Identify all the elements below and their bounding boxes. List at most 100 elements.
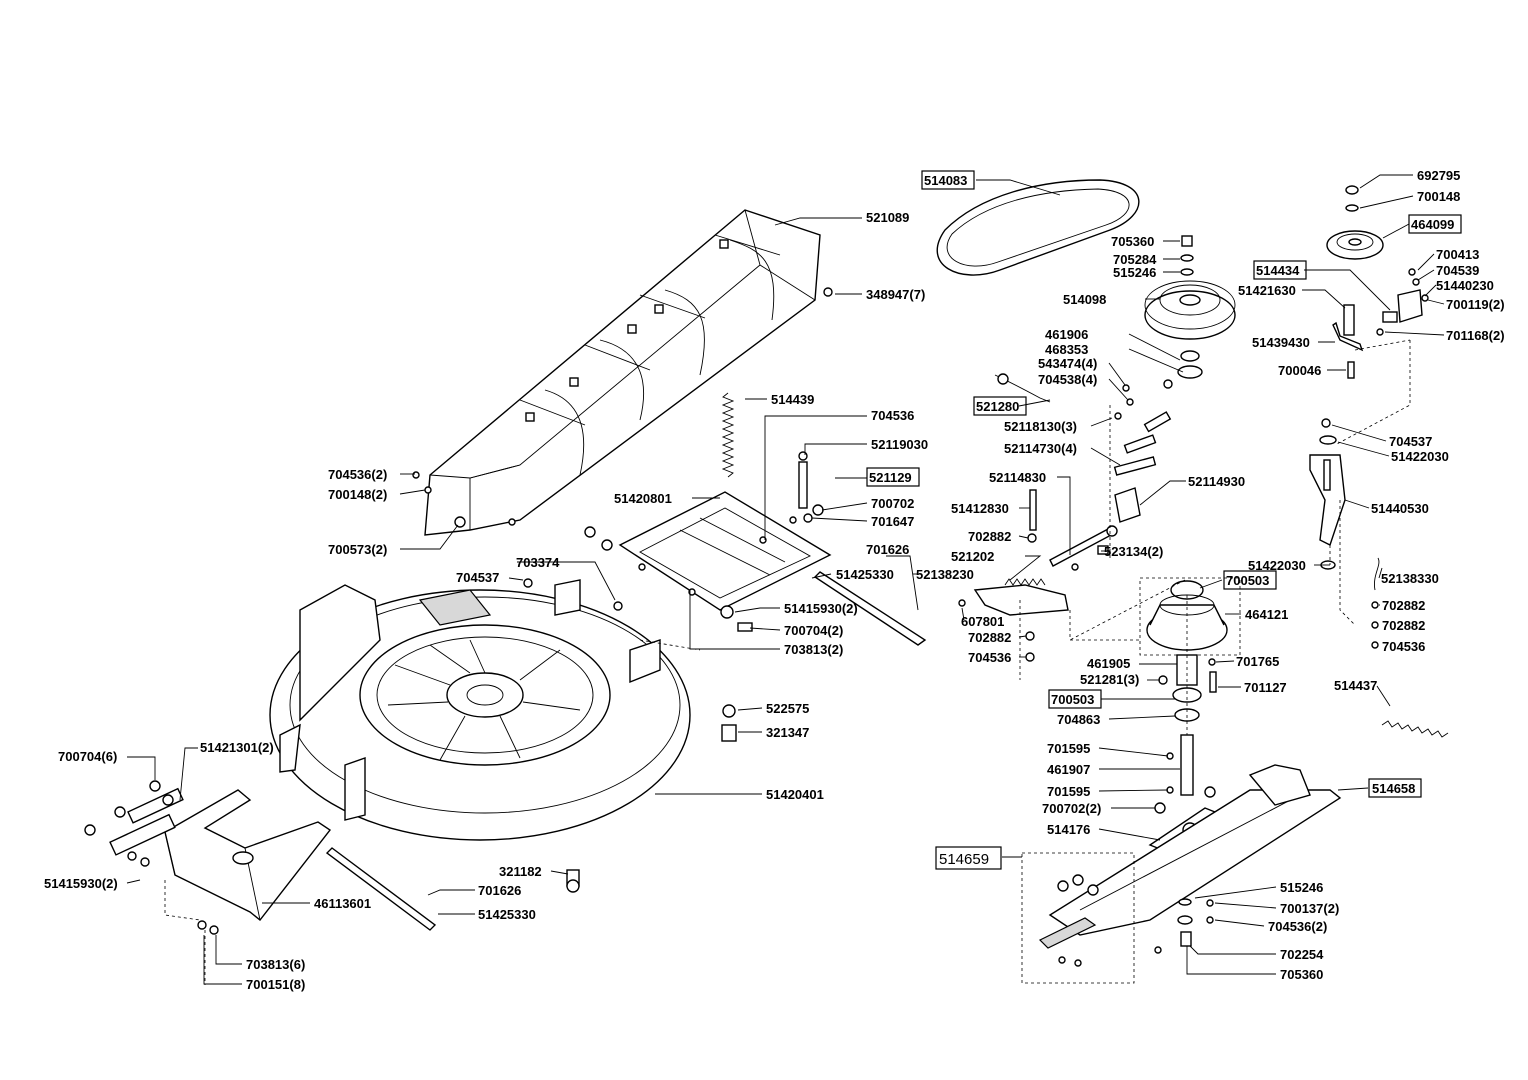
label-515246: 515246 — [1113, 265, 1156, 280]
label-702882c: 702882 — [1382, 598, 1425, 613]
label-700151-8: 700151(8) — [246, 977, 305, 992]
label-51422030b: 51422030 — [1248, 558, 1306, 573]
label-702882d: 702882 — [1382, 618, 1425, 633]
label-521280: 521280 — [976, 399, 1019, 414]
label-543474-4: 543474(4) — [1038, 356, 1097, 371]
label-52114930: 52114930 — [1188, 474, 1245, 489]
label-703813-2: 703813(2) — [784, 642, 843, 657]
label-348947: 348947(7) — [866, 287, 925, 302]
label-box-700503 — [1223, 570, 1277, 590]
label-521202: 521202 — [951, 549, 994, 564]
drive-pulley — [1144, 235, 1236, 379]
label-51415930-2: 51415930(2) — [784, 601, 858, 616]
label-52138230: 52138230 — [916, 567, 974, 582]
label-51412830: 51412830 — [951, 501, 1009, 516]
label-692795: 692795 — [1417, 168, 1460, 183]
label-514176: 514176 — [1047, 822, 1090, 837]
label-51425330: 51425330 — [836, 567, 894, 582]
label-51440230: 51440230 — [1436, 278, 1494, 293]
assembly-lines — [164, 339, 1411, 985]
label-700702-2: 700702(2) — [1042, 801, 1101, 816]
label-461906: 461906 — [1045, 327, 1088, 342]
label-700148: 700148 — [1417, 189, 1460, 204]
label-51420801: 51420801 — [614, 491, 672, 506]
label-521129: 521129 — [869, 470, 912, 485]
label-514658: 514658 — [1372, 781, 1415, 796]
label-702254: 702254 — [1280, 947, 1324, 962]
deck-spring — [721, 392, 824, 524]
label-700148-2: 700148(2) — [328, 487, 387, 502]
label-704863: 704863 — [1057, 712, 1100, 727]
label-700137-2: 700137(2) — [1280, 901, 1339, 916]
part-labels: 514083 521089 348947(7) 514439 704536 52… — [44, 168, 1505, 992]
label-box-514434 — [1253, 260, 1307, 280]
label-521089: 521089 — [866, 210, 909, 225]
label-700503: 700503 — [1226, 573, 1269, 588]
label-705360b: 705360 — [1280, 967, 1323, 982]
label-box-514083 — [921, 170, 975, 190]
label-700503b: 700503 — [1051, 692, 1094, 707]
label-701626: 701626 — [866, 542, 909, 557]
label-700573-2: 700573(2) — [328, 542, 387, 557]
label-700119-2: 700119(2) — [1446, 297, 1505, 312]
label-704536-2b: 704536(2) — [1268, 919, 1327, 934]
label-514437: 514437 — [1334, 678, 1377, 693]
label-607801: 607801 — [961, 614, 1004, 629]
label-51421301-2: 51421301(2) — [200, 740, 274, 755]
leader-lines — [126, 174, 1445, 985]
label-705284: 705284 — [1113, 252, 1157, 267]
label-700704-6: 700704(6) — [58, 749, 117, 764]
label-box-514658 — [1368, 778, 1422, 798]
label-705360: 705360 — [1111, 234, 1154, 249]
label-702882b: 702882 — [968, 630, 1011, 645]
label-51421630: 51421630 — [1238, 283, 1296, 298]
label-514098: 514098 — [1063, 292, 1106, 307]
label-701647: 701647 — [871, 514, 914, 529]
label-46113601: 46113601 — [314, 896, 371, 911]
front-bracket — [84, 780, 437, 935]
label-700704-2: 700704(2) — [784, 623, 843, 638]
label-523134-2: 523134(2) — [1104, 544, 1163, 559]
label-51422030: 51422030 — [1391, 449, 1449, 464]
label-700702: 700702 — [871, 496, 914, 511]
label-514434: 514434 — [1256, 263, 1300, 278]
label-51420401: 51420401 — [766, 787, 824, 802]
label-514659: 514659 — [939, 851, 989, 868]
label-700046: 700046 — [1278, 363, 1321, 378]
label-52114830: 52114830 — [989, 470, 1046, 485]
mower-deck — [269, 579, 691, 841]
label-701626b: 701626 — [478, 883, 521, 898]
label-box-700503b — [1048, 689, 1102, 709]
label-521281-3: 521281(3) — [1080, 672, 1139, 687]
label-701595: 701595 — [1047, 741, 1090, 756]
label-704536: 704536 — [871, 408, 914, 423]
label-321347: 321347 — [766, 725, 809, 740]
label-321182: 321182 — [499, 864, 542, 879]
label-704539: 704539 — [1436, 263, 1479, 278]
label-box-514659 — [935, 846, 1002, 870]
label-704537: 704537 — [456, 570, 499, 585]
label-701127: 701127 — [1244, 680, 1287, 695]
label-522575: 522575 — [766, 701, 809, 716]
label-701168-2: 701168(2) — [1446, 328, 1505, 343]
label-51439430: 51439430 — [1252, 335, 1310, 350]
label-52138330: 52138330 — [1381, 571, 1439, 586]
label-704537b: 704537 — [1389, 434, 1432, 449]
label-51440530: 51440530 — [1371, 501, 1429, 516]
label-51415930-2b: 51415930(2) — [44, 876, 118, 891]
label-514083: 514083 — [924, 173, 967, 188]
label-464121: 464121 — [1245, 607, 1288, 622]
label-701595b: 701595 — [1047, 784, 1090, 799]
idler-pulley — [1326, 185, 1429, 379]
label-704538-4: 704538(4) — [1038, 372, 1097, 387]
deck-bracket — [584, 491, 927, 646]
label-514439: 514439 — [771, 392, 814, 407]
label-461907: 461907 — [1047, 762, 1090, 777]
label-515246b: 515246 — [1280, 880, 1323, 895]
label-51425330b: 51425330 — [478, 907, 536, 922]
label-box-464099 — [1408, 214, 1462, 234]
label-701765: 701765 — [1236, 654, 1279, 669]
label-704536-2: 704536(2) — [328, 467, 387, 482]
label-box-521129 — [866, 467, 920, 487]
